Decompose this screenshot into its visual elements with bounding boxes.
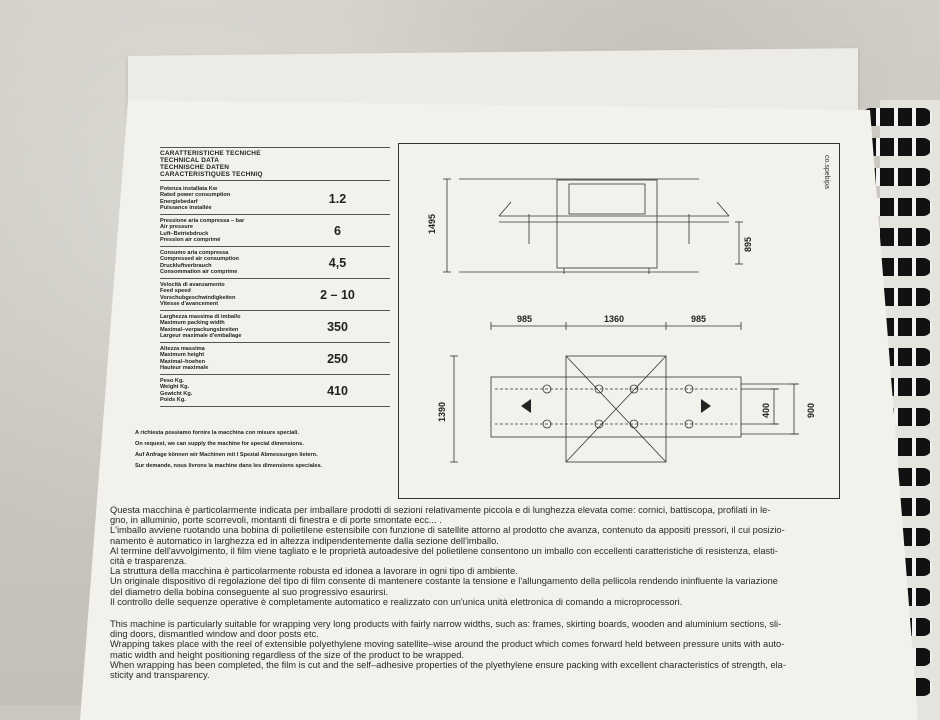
- spec-label-line: Druckluftverbrauch: [160, 262, 212, 269]
- text-line: sticity and transparency.: [110, 670, 210, 681]
- dim-top-depth: 1390: [437, 402, 447, 422]
- text-line: namento è automatico in larghezza ed in …: [110, 535, 499, 546]
- spec-label-line: Maximal–hoehen: [160, 358, 206, 365]
- spec-label-line: Luft–Betriebdruck: [160, 230, 209, 237]
- spec-value: 4,5: [328, 255, 347, 270]
- spec-value: 2 – 10: [320, 287, 355, 302]
- spec-label-line: Puissance installée: [160, 204, 212, 211]
- spec-header: CARATTERISTICHE TECNICHE TECHNICAL DATA …: [160, 150, 390, 178]
- spec-label-line: Compressed air consumption: [160, 256, 239, 263]
- technical-drawing: 1495 895 985 1360 985 1390 400 900: [398, 143, 840, 499]
- spec-value: 6: [334, 223, 341, 238]
- text-line: cità e trasparenza.: [110, 556, 187, 567]
- spec-label-line: Maximal–verpackungsbreiten: [160, 326, 239, 333]
- header-line: TECHNISCHE DATEN: [160, 164, 230, 171]
- text-line: When wrapping has been completed, the fi…: [110, 659, 786, 670]
- english-description: This machine is particularly suitable fo…: [110, 619, 890, 680]
- spec-value: 410: [327, 383, 348, 398]
- text-line: Al termine dell'avvolgimento, il film vi…: [110, 545, 778, 556]
- spec-label-line: Altezza massima: [160, 346, 205, 353]
- text-line: Wrapping takes place with the reel of ex…: [110, 639, 785, 650]
- note-line: A richiesta possiamo fornire la macchina…: [135, 430, 299, 436]
- spec-label-line: Maximum height: [160, 352, 205, 359]
- dim-top-right: 985: [691, 314, 706, 324]
- text-line: Il controllo delle sequenze operative è …: [110, 596, 683, 607]
- description-text: Questa macchina è particolarmente indica…: [110, 505, 890, 680]
- text-line: del diametro della bobina conseguente al…: [110, 586, 389, 597]
- spec-label-line: Pression air comprimé: [160, 236, 221, 243]
- spec-label-line: Peso Kg.: [160, 378, 184, 385]
- text-line: La struttura della macchina è particolar…: [110, 566, 518, 577]
- spec-label-line: Gewicht Kg.: [160, 390, 193, 397]
- spec-label-line: Consommation air comprime: [160, 268, 238, 275]
- spec-value: 1.2: [328, 191, 347, 206]
- note-line: On request, we can supply the machine fo…: [135, 441, 304, 447]
- binding-ring: [862, 138, 932, 156]
- spec-label-line: Largeur maximale d'emballage: [160, 332, 242, 339]
- spec-label-line: Hauteur maximale: [160, 364, 209, 371]
- note-line: Sur demande, nous livrons la machine dan…: [135, 463, 323, 469]
- binding-ring: [862, 198, 932, 216]
- text-line: gno, in alluminio, porte scorrevoli, mon…: [110, 515, 442, 526]
- header-line: TECHNICAL DATA: [160, 157, 220, 164]
- spec-label-line: Air pressure: [160, 224, 193, 231]
- brochure-page: [80, 100, 918, 720]
- spec-label-line: Velocità di avanzamento: [160, 282, 225, 289]
- text-line: Questa macchina è particolarmente indica…: [110, 505, 771, 515]
- spec-label-line: Larghezza massima di imballo: [160, 314, 241, 321]
- dim-top-inner2: 900: [806, 403, 816, 418]
- note-line: Auf Anfrage können wir Machinen mit I Sp…: [135, 452, 318, 458]
- technical-data-table: CARATTERISTICHE TECNICHE TECHNICAL DATA …: [160, 145, 390, 430]
- header-line: CARACTERISTIQUES TECHNIQ: [160, 171, 263, 178]
- spec-label-line: Feed speed: [160, 288, 191, 295]
- text-line: matic width and height positioning regar…: [110, 649, 465, 660]
- binding-ring: [862, 108, 932, 126]
- special-dimensions-notes: A richiesta possiamo fornire la macchina…: [135, 430, 385, 474]
- spec-row: Peso Kg.Weight Kg.Gewicht Kg.Poids Kg. 41…: [160, 375, 390, 407]
- text-line: ding doors, dismantled window and door p…: [110, 629, 319, 640]
- spec-label-line: Potenza installata Kw: [160, 186, 218, 193]
- text-line: L'imballo avviene ruotando una bobina di…: [110, 525, 785, 536]
- spec-labels: Peso Kg.Weight Kg.Gewicht Kg.Poids Kg.: [160, 378, 285, 403]
- spec-label-line: Pressione aria compressa – bar: [160, 218, 245, 225]
- spec-label-line: Vitesse d'avancement: [160, 300, 219, 307]
- dim-side-height: 1495: [427, 214, 437, 234]
- dim-side-height2: 895: [743, 237, 753, 252]
- machine-drawing-svg: 1495 895 985 1360 985 1390 400 900: [427, 178, 816, 463]
- dim-top-inner1: 400: [761, 403, 771, 418]
- vendor-mark: co.spebipa: [823, 155, 830, 189]
- spec-label-line: Vorschubgeschwindigkeiten: [160, 294, 236, 301]
- spec-value: 350: [327, 319, 348, 334]
- dim-top-center: 1360: [604, 314, 624, 324]
- spec-label-line: Rated power consumption: [160, 192, 231, 199]
- text-line: This machine is particularly suitable fo…: [110, 619, 782, 630]
- spec-label-line: Weight Kg.: [160, 384, 190, 391]
- binding-ring: [862, 168, 932, 186]
- header-line: CARATTERISTICHE TECNICHE: [160, 150, 261, 157]
- spec-label-line: Energiebedarf: [160, 198, 198, 205]
- spec-label-line: Maximum packing width: [160, 320, 225, 327]
- italian-description: Questa macchina è particolarmente indica…: [110, 505, 890, 607]
- spec-label-line: Consumo aria compressa: [160, 250, 229, 257]
- spec-value: 250: [327, 351, 348, 366]
- text-line: Un originale dispositivo di regolazione …: [110, 576, 778, 587]
- dim-top-left: 985: [517, 314, 532, 324]
- spec-label-line: Poids Kg.: [160, 396, 186, 403]
